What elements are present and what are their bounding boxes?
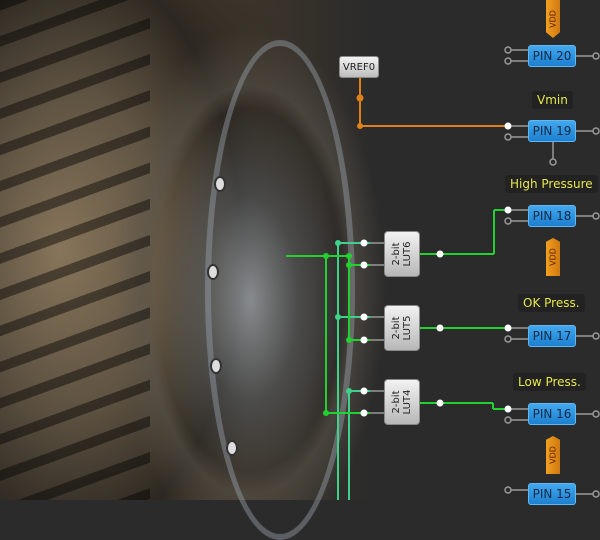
rim-bolt [214, 176, 226, 192]
vref0-label: VREF0 [342, 61, 376, 73]
vdd-label: VDD [548, 446, 558, 464]
vdd-supply-pin16[interactable]: VDD [546, 436, 560, 474]
vmin-label: Vmin [532, 91, 573, 109]
vdd-supply-pin18[interactable]: VDD [546, 238, 560, 276]
vdd-label: VDD [548, 248, 558, 266]
vdd-supply-top[interactable]: VDD [546, 0, 560, 38]
ok-press-label: OK Press. [518, 294, 585, 312]
tire-tread [0, 0, 150, 500]
rim-bolt [210, 358, 222, 374]
low-press-label: Low Press. [513, 373, 586, 391]
pin-17[interactable]: PIN 17 [528, 325, 576, 347]
high-pressure-label: High Pressure [505, 175, 598, 193]
wire-layer [286, 46, 600, 500]
rim-bolt [207, 264, 219, 280]
pin-19[interactable]: PIN 19 [528, 120, 576, 142]
pin-15[interactable]: PIN 15 [528, 483, 576, 505]
pin-20[interactable]: PIN 20 [528, 45, 576, 67]
vdd-label: VDD [548, 10, 558, 28]
pin-16[interactable]: PIN 16 [528, 403, 576, 425]
rim-bolt [226, 440, 238, 456]
vref0-block[interactable]: VREF0 [339, 56, 379, 78]
pin-18[interactable]: PIN 18 [528, 205, 576, 227]
